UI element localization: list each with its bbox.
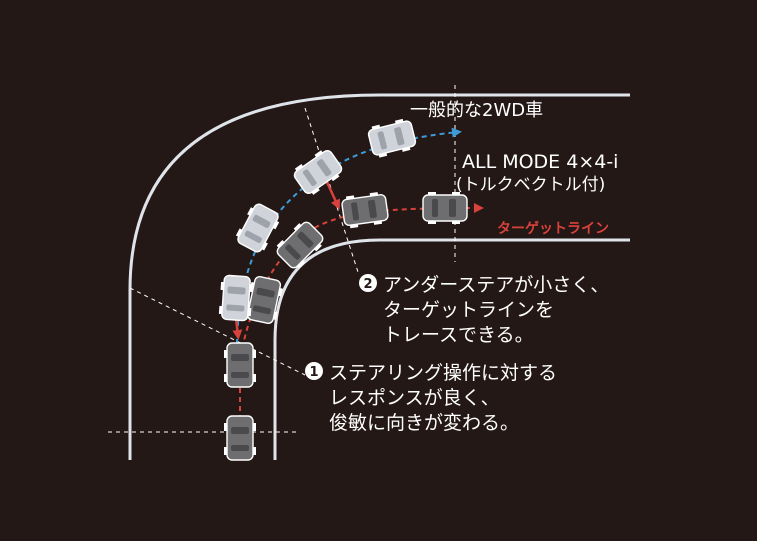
car-4wd-2 (223, 342, 257, 388)
car-4wd-6 (422, 191, 468, 225)
callout-1-line-3: 俊敏に向きが変わる。 (329, 412, 519, 434)
car-4wd-5 (340, 190, 390, 230)
callout-1-line-1: ステアリング操作に対する (329, 362, 557, 384)
car-2wd-4 (366, 116, 418, 160)
car-2wd-2 (232, 200, 284, 256)
callout-2: 2 アンダーステアが小さく、 ターゲットラインを トレースできる。 (359, 274, 609, 346)
deviation-arrow-lower (232, 317, 243, 340)
callout-1-number-circle (305, 362, 323, 380)
car-2wd-1 (217, 274, 255, 322)
road-outer-edge (128, 93, 630, 460)
callout-2-line-2: ターゲットラインを (383, 299, 554, 321)
callout-2-number-circle (359, 274, 377, 292)
callout-2-line-1: アンダーステアが小さく、 (383, 274, 609, 296)
callout-1-line-2: レスポンスが良く、 (329, 387, 500, 409)
car-2wd-3 (290, 145, 346, 199)
label-system-name: ALL MODE 4×4-i (462, 151, 618, 173)
deviation-arrow-upper (324, 179, 341, 210)
car-4wd-1 (223, 415, 257, 461)
reference-line-diagonal-lower (129, 287, 306, 376)
callout-1: 1 ステアリング操作に対する レスポンスが良く、 俊敏に向きが変わる。 (305, 362, 557, 434)
callout-1-number: 1 (309, 365, 318, 380)
callout-2-line-3: トレースできる。 (383, 324, 534, 346)
label-conventional-2wd: 一般的な2WD車 (410, 100, 543, 121)
reference-lines (108, 85, 456, 433)
callout-2-number: 2 (363, 277, 372, 292)
label-target-line: ターゲットライン (497, 220, 609, 237)
label-system-name-sub: (トルクベクトル付) (456, 175, 605, 195)
